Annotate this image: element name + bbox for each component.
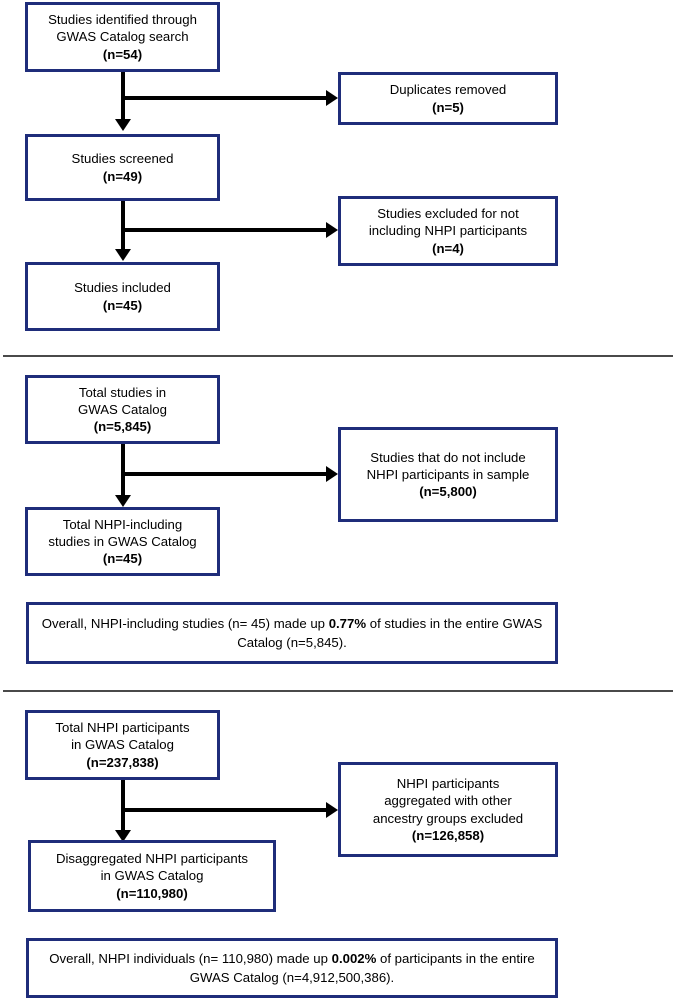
node-duplicates-removed: Duplicates removed (n=5) — [338, 72, 558, 125]
arrow-down-icon — [115, 119, 131, 131]
connector-stem-screened-to-included — [121, 201, 125, 251]
node-count: (n=5,800) — [419, 484, 477, 500]
node-line: Studies included — [74, 280, 171, 296]
node-nhpi-aggregated-excluded: NHPI participants aggregated with other … — [338, 762, 558, 857]
node-line: NHPI participants in sample — [366, 466, 530, 482]
connector-stem-total-to-disaggregated — [121, 780, 125, 832]
connector-branch-to-aggregated-excluded — [123, 808, 326, 812]
section-divider-2 — [3, 690, 673, 692]
node-studies-included: Studies included (n=45) — [25, 262, 220, 331]
node-studies-not-including-nhpi: Studies that do not include NHPI partici… — [338, 427, 558, 522]
node-line: Studies that do not include — [370, 449, 526, 465]
node-count: (n=45) — [102, 297, 143, 313]
connector-branch-to-not-including — [123, 472, 326, 476]
connector-branch-to-duplicates — [123, 96, 326, 100]
node-line: including NHPI participants — [368, 223, 528, 239]
summary-banner-participants: Overall, NHPI individuals (n= 110,980) m… — [26, 938, 558, 998]
summary-part2: of participants in the entire GWAS Catal… — [189, 950, 535, 985]
arrow-right-icon — [326, 222, 338, 238]
node-line: studies in GWAS Catalog — [48, 533, 197, 549]
connector-stem-total-to-nhpi-studies — [121, 444, 125, 497]
node-line: Studies excluded for not — [377, 206, 519, 222]
node-count: (n=5) — [432, 99, 464, 115]
node-count: (n=237,838) — [86, 754, 159, 770]
section-divider-1 — [3, 355, 673, 357]
node-total-nhpi-participants: Total NHPI participants in GWAS Catalog … — [25, 710, 220, 780]
node-count: (n=4) — [432, 240, 464, 256]
node-studies-excluded: Studies excluded for not including NHPI … — [338, 196, 558, 266]
node-line: GWAS Catalog search — [56, 29, 189, 45]
summary-part2: of studies in the entire GWAS Catalog (n… — [237, 615, 543, 650]
arrow-right-icon — [326, 802, 338, 818]
node-line: Total NHPI-including — [62, 516, 183, 532]
summary-highlight: 0.77% — [328, 615, 367, 631]
node-line: in GWAS Catalog — [71, 737, 174, 753]
node-disaggregated-nhpi-participants: Disaggregated NHPI participants in GWAS … — [28, 840, 276, 912]
summary-banner-studies: Overall, NHPI-including studies (n= 45) … — [26, 602, 558, 664]
summary-text: Overall, NHPI-including studies (n= 45) … — [39, 614, 545, 652]
node-line: in GWAS Catalog — [100, 868, 204, 884]
summary-text: Overall, NHPI individuals (n= 110,980) m… — [39, 949, 545, 987]
summary-part1: Overall, NHPI-including studies (n= 45) … — [41, 615, 329, 631]
arrow-right-icon — [326, 466, 338, 482]
node-count: (n=5,845) — [93, 419, 152, 435]
node-line: Studies identified through — [48, 12, 197, 28]
node-total-studies-catalog: Total studies in GWAS Catalog (n=5,845) — [25, 375, 220, 444]
node-studies-identified: Studies identified through GWAS Catalog … — [25, 2, 220, 72]
connector-branch-to-excluded — [123, 228, 326, 232]
node-line: aggregated with other — [384, 793, 512, 809]
node-line: GWAS Catalog — [78, 401, 167, 417]
node-count: (n=49) — [102, 168, 143, 184]
arrow-down-icon — [115, 495, 131, 507]
arrow-down-icon — [115, 249, 131, 261]
node-line: NHPI participants — [396, 776, 500, 792]
node-line: Total NHPI participants — [55, 720, 190, 736]
node-studies-screened: Studies screened (n=49) — [25, 134, 220, 201]
summary-part1: Overall, NHPI individuals (n= 110,980) m… — [49, 950, 332, 966]
node-count: (n=45) — [102, 551, 143, 567]
node-count: (n=126,858) — [411, 827, 485, 843]
node-count: (n=54) — [102, 46, 143, 62]
node-line: Total studies in — [78, 384, 167, 400]
arrow-right-icon — [326, 90, 338, 106]
node-line: Disaggregated NHPI participants — [55, 851, 249, 867]
arrow-down-icon — [115, 830, 131, 842]
node-count: (n=110,980) — [116, 885, 188, 901]
summary-highlight: 0.002% — [331, 950, 377, 966]
node-nhpi-including-studies: Total NHPI-including studies in GWAS Cat… — [25, 507, 220, 576]
node-line: Studies screened — [71, 151, 174, 167]
node-line: Duplicates removed — [389, 82, 507, 98]
node-line: ancestry groups excluded — [372, 810, 524, 826]
